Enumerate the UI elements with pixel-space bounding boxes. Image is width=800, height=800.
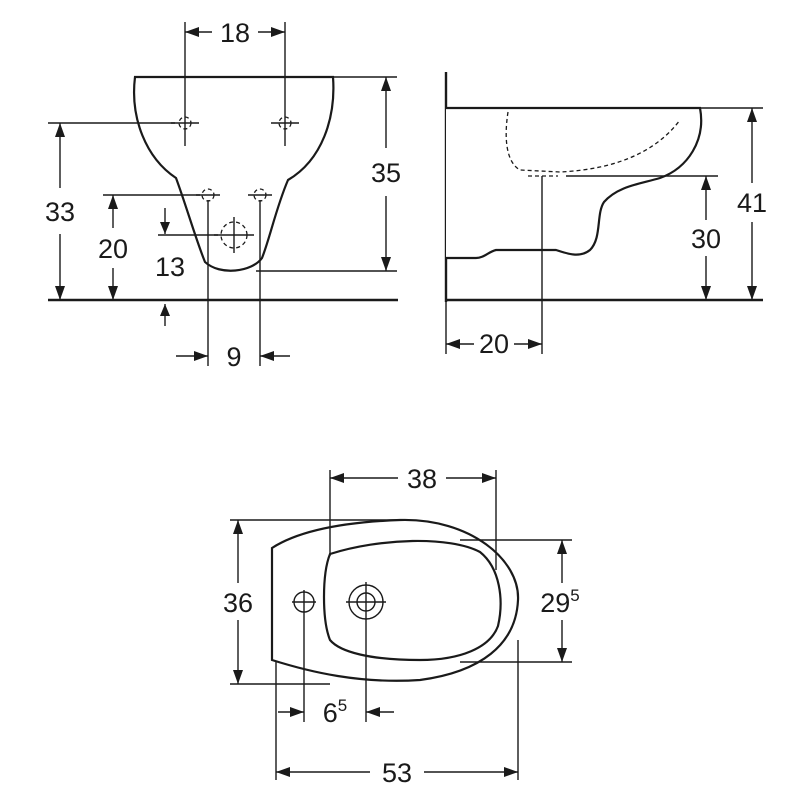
- dimension-height-13: 13: [155, 252, 185, 282]
- dimension-length-53: 53: [382, 758, 412, 788]
- side-view: 41 30 20: [444, 72, 767, 359]
- dimension-width-38: 38: [407, 464, 437, 494]
- dimension-depth-20: 20: [479, 329, 509, 359]
- dimension-height-33: 33: [45, 197, 75, 227]
- tap-hole: [292, 590, 316, 614]
- top-view: 38 36 295 65 53: [223, 464, 580, 788]
- dimension-height-35: 35: [371, 158, 401, 188]
- front-view-outline: [133, 75, 335, 272]
- drain-hole: [346, 582, 386, 622]
- dimension-width-29-main: 29: [540, 588, 570, 618]
- dimension-height-41: 41: [737, 188, 767, 218]
- top-view-bowl: [322, 539, 502, 662]
- supply-hole: [214, 217, 254, 253]
- dimension-width-6-5: 65: [323, 696, 348, 728]
- dimension-width-9: 9: [226, 342, 241, 372]
- dimension-height-20: 20: [98, 234, 128, 264]
- dimension-width-18: 18: [220, 18, 250, 48]
- front-view: 18 35 33 20 13: [45, 18, 401, 372]
- dimension-width-29-superscript: 5: [570, 586, 579, 605]
- side-view-outline: [446, 106, 703, 260]
- dimension-width-6-main: 6: [323, 698, 338, 728]
- dimension-width-29-5: 295: [540, 586, 580, 618]
- side-view-bowl-hidden: [505, 111, 681, 173]
- dimension-width-36: 36: [223, 588, 253, 618]
- dimension-height-30: 30: [691, 224, 721, 254]
- dimension-width-6-superscript: 5: [338, 696, 347, 715]
